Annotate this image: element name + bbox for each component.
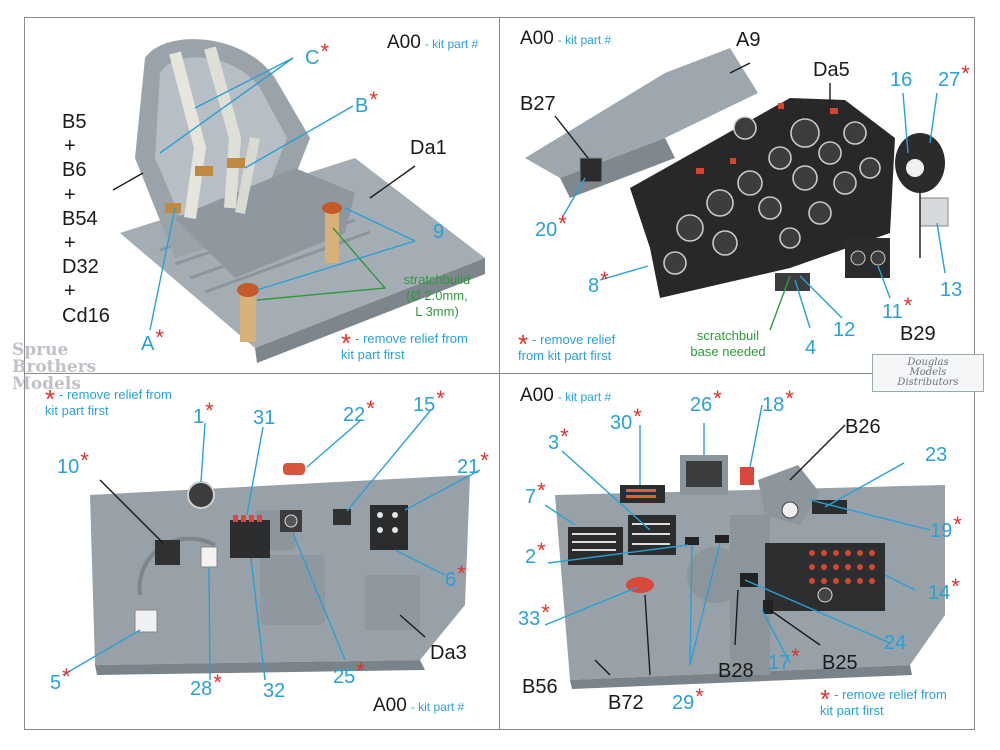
right-console-kit-part-caption: - kit part # [557,390,612,404]
stack-item: B6 [62,159,87,182]
part-1 [187,481,215,509]
vertical-divider [499,18,500,730]
callout-32: 32 [263,680,286,702]
callout-27: 27* [938,61,970,91]
part-15 [333,509,351,525]
right-console-remove-relief-note: * - remove relief from kit part first [820,684,947,718]
callout-b25: B25 [822,652,858,674]
instrument-kit-part-code: A00 [520,28,554,49]
callout-18: 18* [762,386,794,416]
callout-28: 28* [190,670,222,700]
right-console-kit-part-code: A00 [520,385,554,406]
callout-24: 24 [884,632,907,654]
callout-31: 31 [253,407,276,429]
callout-b56: B56 [522,676,558,698]
callout-b29: B29 [900,323,936,345]
callout-30: 30* [610,404,642,434]
callout-20: 20* [535,211,567,241]
sprue-brothers-watermark: Sprue Brothers Models [12,340,97,394]
instrument-panel-panel: A00- kit part # A9 B27 Da5 16 27* 20* 8*… [500,18,974,372]
left-console-kit-part-caption: - kit part # [410,700,465,714]
right-console-panel: A00- kit part # 26* 18* 30* B26 3* 23 7*… [500,375,974,729]
callout-b: B* [355,87,378,117]
stack-item: Cd16 [62,304,110,327]
part-21 [370,505,408,550]
callout-2: 2* [525,538,546,568]
instrument-remove-relief-note: * - remove relief from kit part first [518,329,616,363]
left-console-kit-part-label: A00- kit part # [373,695,464,717]
callout-b26: B26 [845,416,881,438]
seat-kit-part-caption: - kit part # [424,37,479,51]
douglas-models-watermark: Douglas Models Distributors [872,354,984,392]
callout-7: 7* [525,478,546,508]
callout-c: C* [305,39,330,69]
callout-b28: B28 [718,660,754,682]
callout-b72: B72 [608,692,644,714]
callout-13: 13 [940,279,963,301]
part-28 [200,546,218,568]
seat-scratchbuild-note: stratchbuild (Ø 2.0mm, L 3mm) [403,272,471,319]
stack-item: B54 [62,207,98,230]
stack-item: + [64,183,76,206]
callout-16: 16 [890,69,913,91]
callout-19: 19* [930,512,962,542]
callout-9: 9 [433,221,445,243]
part-5 [134,609,158,633]
seat-illustration [112,39,485,363]
callout-da1: Da1 [410,137,447,159]
callout-a9: A9 [736,29,761,51]
callout-14: 14* [928,574,960,604]
callout-1: 1* [193,398,214,428]
left-console-illustration [62,410,481,681]
callout-3: 3* [548,424,569,454]
part-10 [155,540,180,565]
callout-21: 21* [457,448,489,478]
seat-parts-stack: B5 + B6 + B54 + D32 + Cd16 [62,110,110,328]
callout-6: 6* [445,561,466,591]
callout-12: 12 [833,319,856,341]
callout-10: 10* [57,448,89,478]
callout-da3: Da3 [430,642,467,664]
callout-da5: Da5 [813,59,850,81]
callout-33: 33* [518,600,550,630]
instrument-kit-part-caption: - kit part # [557,33,612,47]
left-console-kit-part-code: A00 [373,695,407,716]
callout-26: 26* [690,386,722,416]
horizontal-divider [25,373,975,374]
callout-25: 25* [333,658,365,688]
gauge-cluster [663,116,881,275]
seat-kit-part-code: A00 [387,32,421,53]
seat-kit-part-label: A00- kit part # [387,32,478,54]
callout-11: 11* [882,293,913,323]
instrument-scratch-note: scratchbuil base needed [690,328,766,359]
stack-item: B5 [62,111,87,133]
stack-item: + [64,232,76,255]
instrument-panel-illustration [525,48,949,331]
part-32 [230,520,270,558]
stack-item: + [64,280,76,303]
callout-17: 17* [768,644,800,674]
callout-15: 15* [413,386,445,416]
seat-remove-relief-note: * - remove relief from kit part first [341,328,468,362]
stack-item: + [64,135,76,158]
left-console-panel: * - remove relief from kit part first 1*… [25,375,499,729]
part-22 [283,463,305,475]
callout-8: 8* [588,267,609,297]
callout-5: 5* [50,664,71,694]
seat-panel: A00- kit part # B5 + B6 + B54 + D32 + Cd… [25,18,499,372]
instrument-kit-part-label: A00- kit part # [520,28,611,50]
stack-item: D32 [62,256,99,279]
callout-23: 23 [925,444,948,466]
left-console-remove-relief-note: * - remove relief from kit part first [45,384,172,418]
right-console-kit-part-label: A00- kit part # [520,385,611,407]
right-console-illustration [544,404,945,689]
callout-a: A* [141,325,164,355]
callout-4: 4 [805,337,817,359]
callout-b27: B27 [520,93,556,115]
callout-22: 22* [343,396,375,426]
callout-29: 29* [672,684,704,714]
